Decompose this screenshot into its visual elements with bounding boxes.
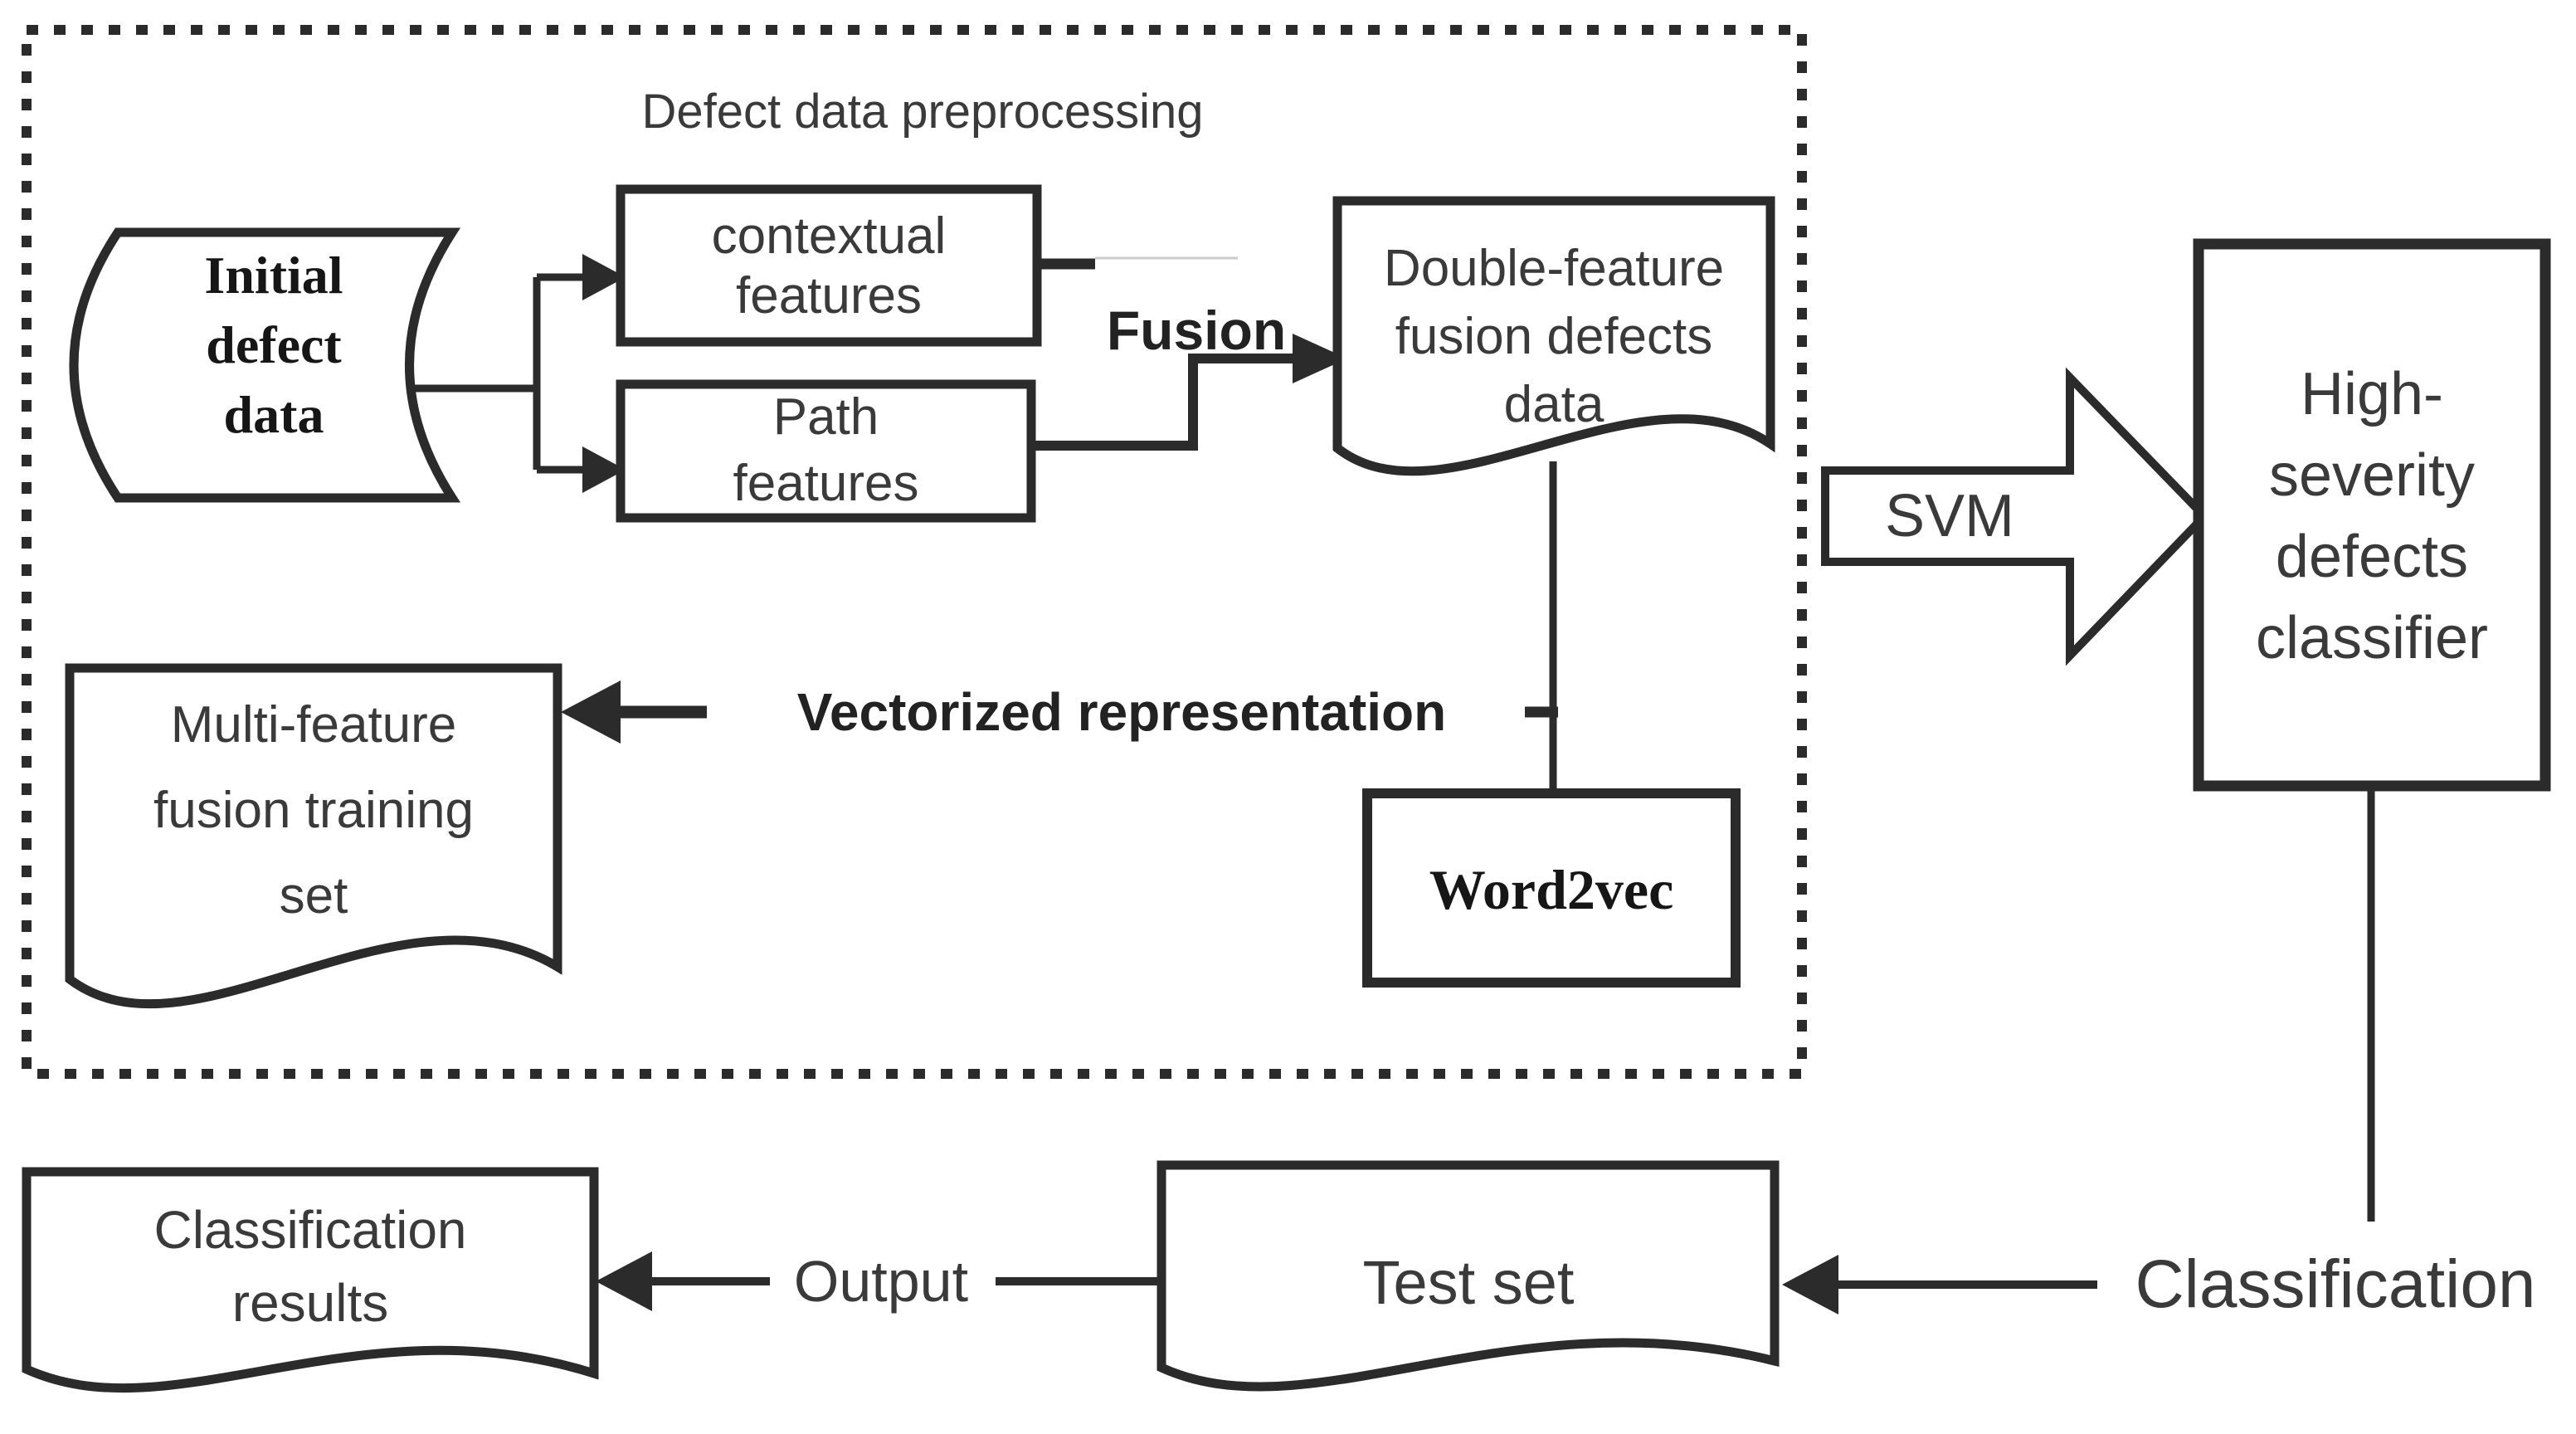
double-feature-doc-label: Double-feature fusion defects data [1383, 240, 1725, 433]
arrowhead-to-double-feature [1293, 334, 1347, 383]
test-set-doc-shape [1157, 1160, 1780, 1392]
arrowhead-to-results [596, 1251, 652, 1311]
test-set-label: Test set [1362, 1248, 1575, 1317]
word2vec-box [1362, 788, 1741, 988]
path-features-box [616, 379, 1036, 523]
initial-defect-data-label: Initial defect data [204, 246, 343, 444]
contextual-features-label: contextual features [711, 207, 947, 324]
svm-edge-label: SVM [1884, 483, 2015, 549]
initial-defect-data-shape [69, 227, 461, 503]
double-feature-doc-shape [1332, 196, 1775, 476]
preprocessing-container-label: Defect data preprocessing [641, 85, 1204, 139]
classifier-label: High- severity defects classifier [2255, 361, 2489, 671]
multi-feature-doc-shape [65, 663, 562, 1008]
classification-edge-label: Classification [2135, 1246, 2536, 1322]
preprocessing-container-border [22, 25, 1807, 1079]
arrowhead-to-test-set [1782, 1255, 1838, 1314]
arrowhead-to-multi-feature [561, 680, 621, 744]
fusion-elbow-connector [1031, 354, 1296, 451]
classification-results-label: Classification results [153, 1200, 467, 1333]
output-edge-label: Output [793, 1249, 969, 1314]
arrowhead-to-path [582, 446, 626, 493]
path-features-label: Path features [733, 388, 919, 512]
vectorized-representation-edge-label: Vectorized representation [796, 682, 1447, 742]
word2vec-label: Word2vec [1429, 858, 1674, 921]
arrowhead-to-contextual [582, 254, 626, 300]
svm-block-arrow [1821, 367, 2210, 666]
fusion-edge-label: Fusion [1106, 300, 1287, 361]
classifier-box [2193, 238, 2551, 792]
classification-results-doc-shape [22, 1167, 599, 1393]
multi-feature-doc-label: Multi-feature fusion training set [153, 696, 475, 924]
